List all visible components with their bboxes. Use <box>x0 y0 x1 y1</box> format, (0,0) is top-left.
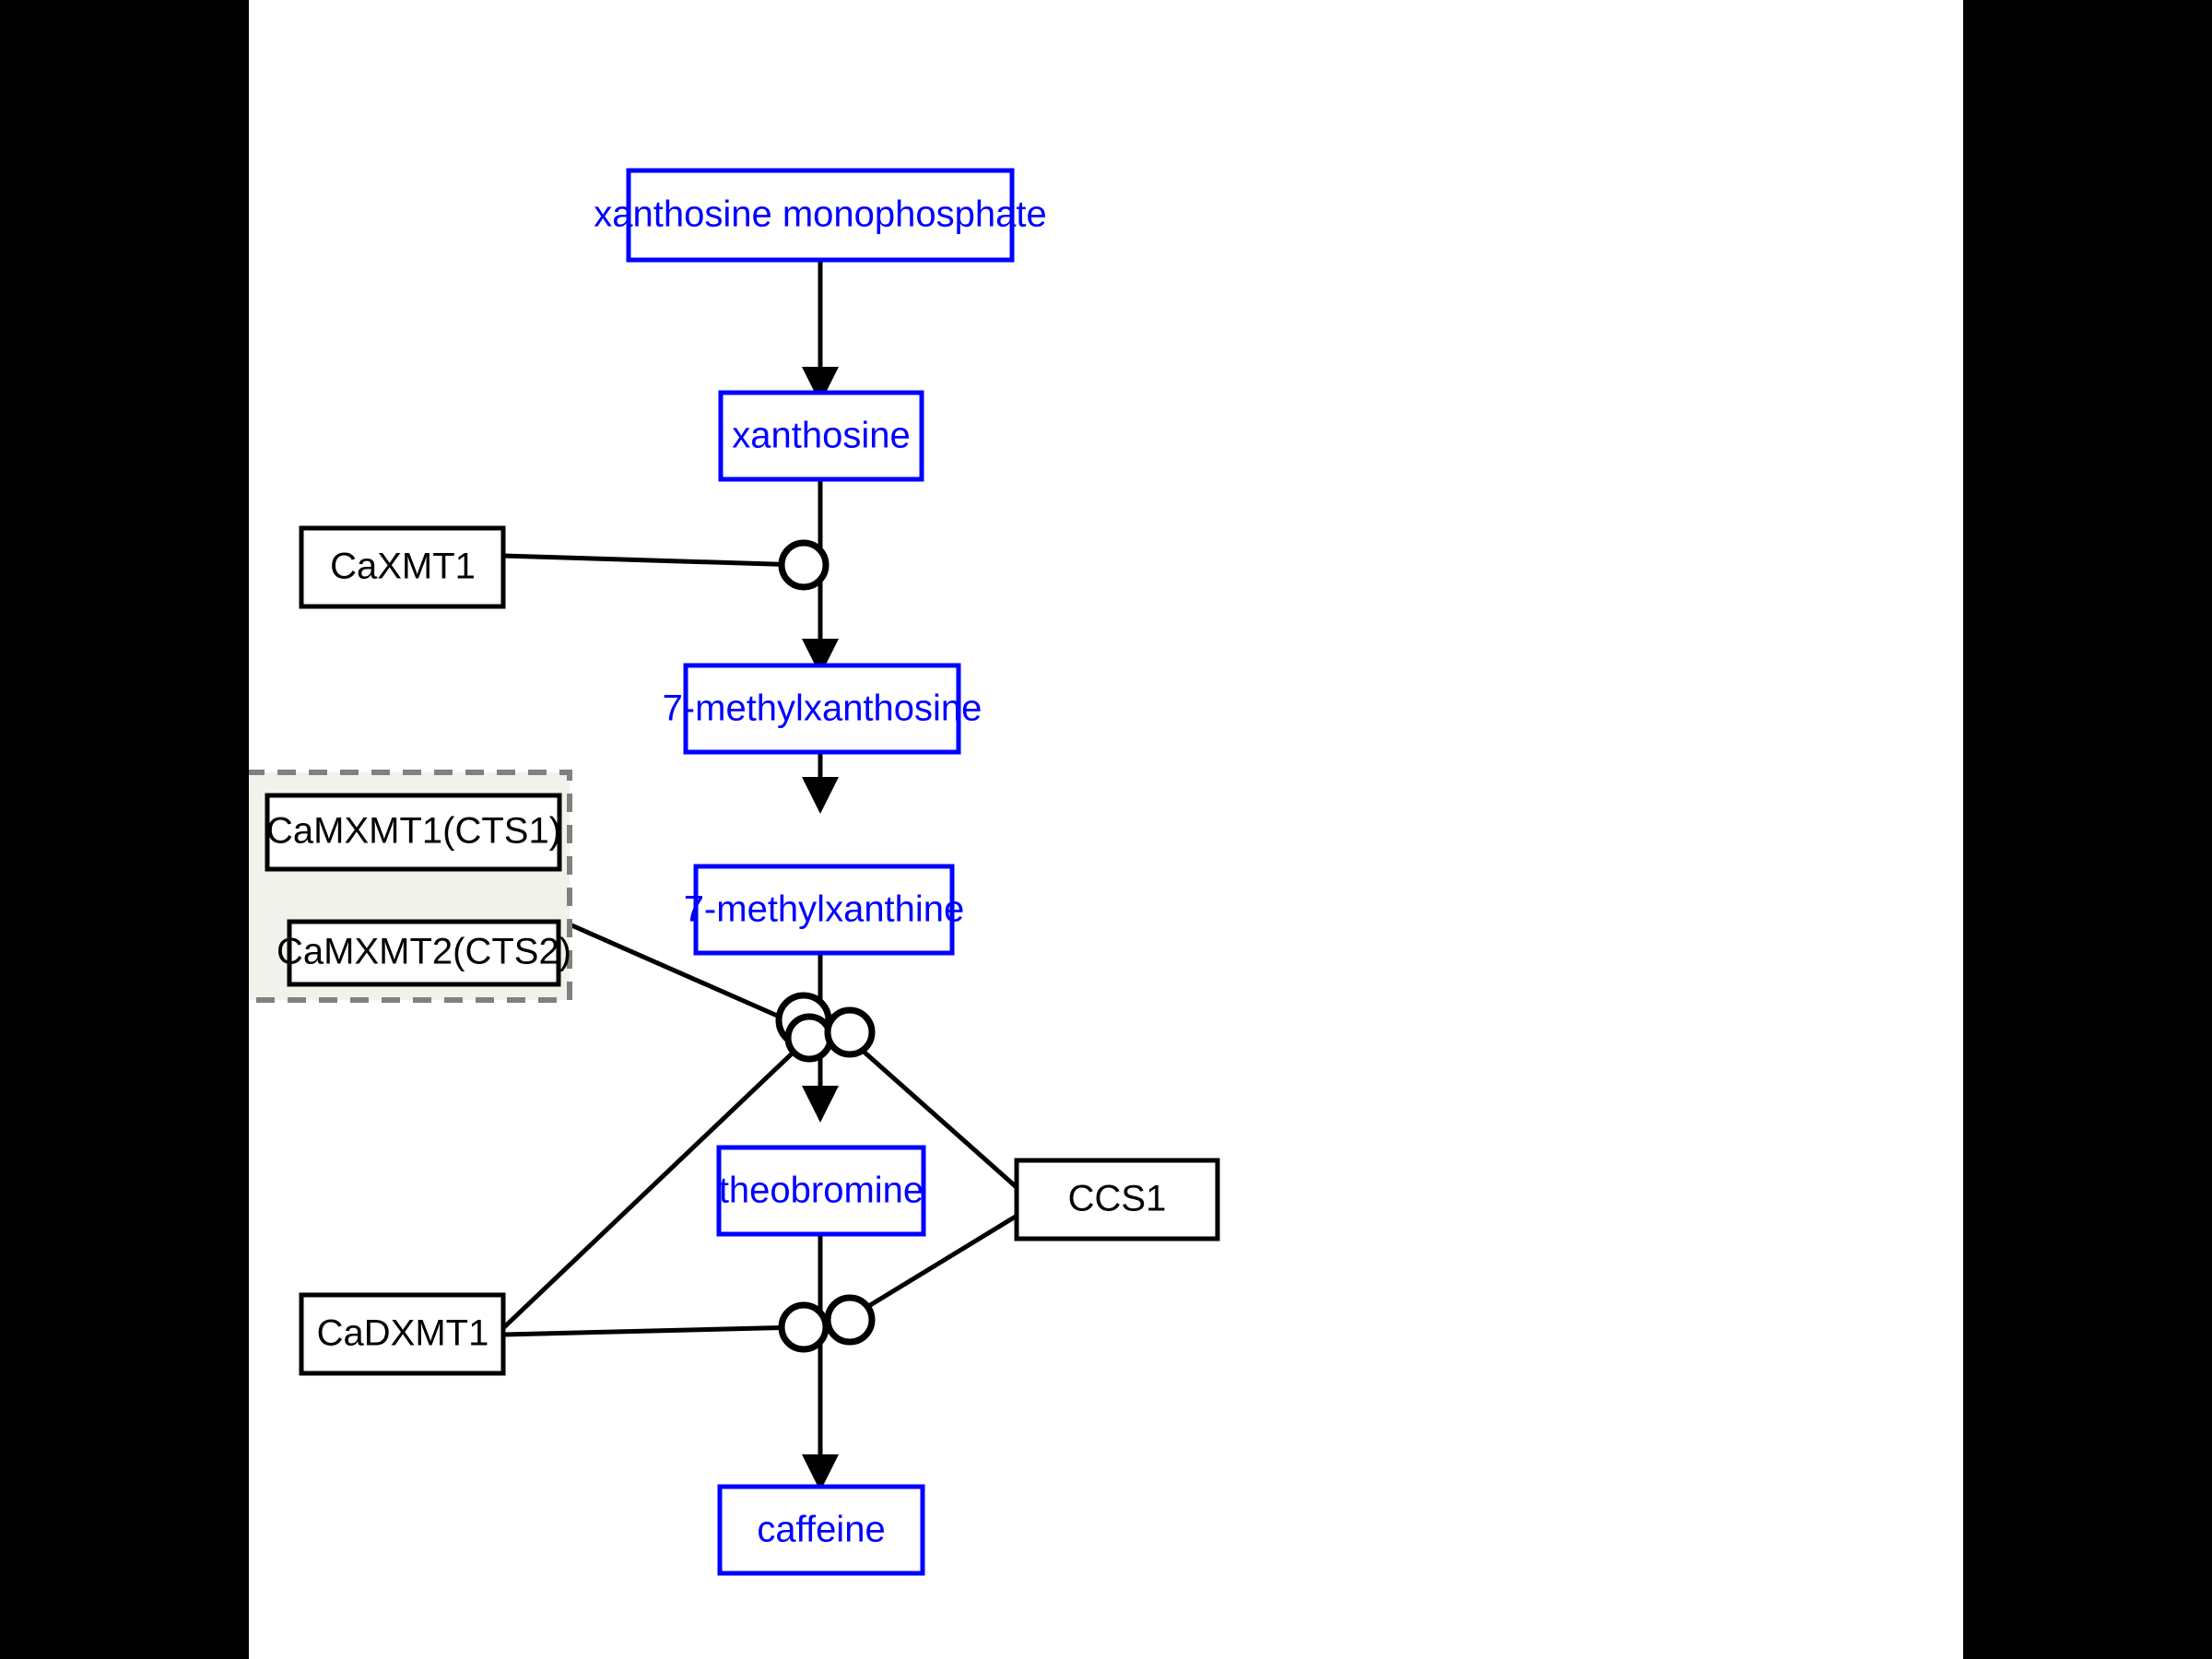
junction-circle-ccs1-lower <box>824 1294 876 1346</box>
node-box <box>265 793 562 872</box>
node-xanthosine-monophosphate[interactable]: xanthosine monophosphate <box>594 168 1047 263</box>
node-xanthosine[interactable]: xanthosine <box>718 390 924 482</box>
node-box <box>683 663 961 755</box>
node-cadxmt1[interactable]: CaDXMT1 <box>299 1292 506 1376</box>
node-label: theobromine <box>719 1171 924 1211</box>
node-label: caffeine <box>757 1510 885 1550</box>
node-box <box>299 525 506 609</box>
node-label: CaMXMT1(CTS1) <box>266 811 561 852</box>
edge-ccs1-to-upper-junction <box>844 1034 1020 1191</box>
node-label: CaDXMT1 <box>317 1313 489 1354</box>
junction-circle-cadxmt1-upper <box>784 1013 834 1063</box>
edge-camxmt-group-to-upper-junction <box>568 922 800 1028</box>
node-label: CaMXMT2(CTS2) <box>276 932 571 972</box>
node-camxmt1[interactable]: CaMXMT1(CTS1) <box>265 793 562 872</box>
edge-caxmt1-to-junction <box>502 553 803 568</box>
node-caxmt1[interactable]: CaXMT1 <box>299 525 506 609</box>
node-theobromine[interactable]: theobromine <box>716 1145 926 1237</box>
arrow-xmp-to-xanthosine <box>802 260 839 404</box>
node-label: CCS1 <box>1068 1179 1167 1219</box>
edge-cadxmt1-to-lower-junction <box>503 1324 801 1337</box>
node-7-methylxanthosine[interactable]: 7-methylxanthosine <box>663 663 982 755</box>
junction-circle-cadxmt1-lower <box>778 1301 830 1353</box>
node-box <box>717 1484 925 1576</box>
node-box <box>716 1145 926 1237</box>
node-7-methylxanthine[interactable]: 7-methylxanthine <box>684 864 965 956</box>
junction-circle-ccs1-upper <box>824 1006 876 1058</box>
edge-cadxmt1-to-upper-junction <box>502 1040 806 1329</box>
node-label: 7-methylxanthosine <box>663 688 982 729</box>
arrow-theobromine-to-caffeine <box>802 1234 839 1491</box>
node-box <box>718 390 924 482</box>
node-label: 7-methylxanthine <box>684 889 965 930</box>
node-camxmt2[interactable]: CaMXMT2(CTS2) <box>276 919 571 987</box>
edge-ccs1-to-lower-junction <box>844 1212 1020 1323</box>
pathway-diagram: xanthosine monophosphate xanthosine 7-me… <box>249 168 1220 1576</box>
node-box <box>299 1292 506 1376</box>
junction-circle-caxmt1 <box>778 539 830 591</box>
node-box <box>693 864 955 956</box>
node-label: xanthosine monophosphate <box>594 194 1046 235</box>
node-caffeine[interactable]: caffeine <box>717 1484 925 1576</box>
node-label: xanthosine <box>732 416 910 456</box>
node-label: CaXMT1 <box>330 547 476 587</box>
diagram-canvas: xanthosine monophosphate xanthosine 7-me… <box>249 0 1963 1659</box>
node-box <box>287 919 561 987</box>
node-box <box>1014 1158 1220 1241</box>
node-box <box>626 168 1015 263</box>
arrow-7methylxanthosine-to-7methylxanthine <box>802 752 839 814</box>
node-ccs1[interactable]: CCS1 <box>1014 1158 1220 1241</box>
